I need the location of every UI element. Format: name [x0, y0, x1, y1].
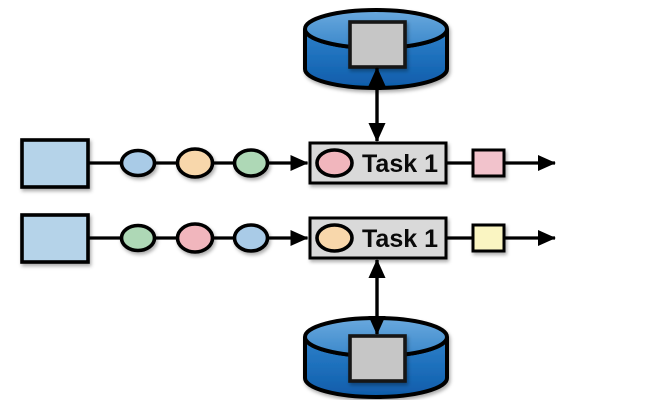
- db-buffer-square: [348, 20, 407, 69]
- db-buffer-square: [348, 334, 407, 383]
- queue-token-3: [232, 148, 270, 178]
- datastore-top: [303, 8, 449, 142]
- pipeline-1: Task 1: [20, 138, 556, 189]
- pipeline-2: Task 1: [20, 213, 556, 264]
- source-box: [20, 213, 90, 264]
- queue-token-1: [119, 223, 157, 253]
- queue-token-1: [119, 148, 157, 178]
- datastore-bottom: [303, 259, 449, 399]
- queue-token-3: [232, 223, 270, 253]
- task-label: Task 1: [362, 150, 438, 178]
- source-box: [20, 138, 90, 189]
- task-current-token: [315, 223, 354, 253]
- output-token-square: [471, 223, 506, 253]
- queue-token-2: [175, 147, 215, 179]
- task-label: Task 1: [362, 225, 438, 253]
- task-current-token: [315, 148, 354, 178]
- output-token-square: [471, 148, 506, 178]
- queue-token-2: [175, 222, 215, 254]
